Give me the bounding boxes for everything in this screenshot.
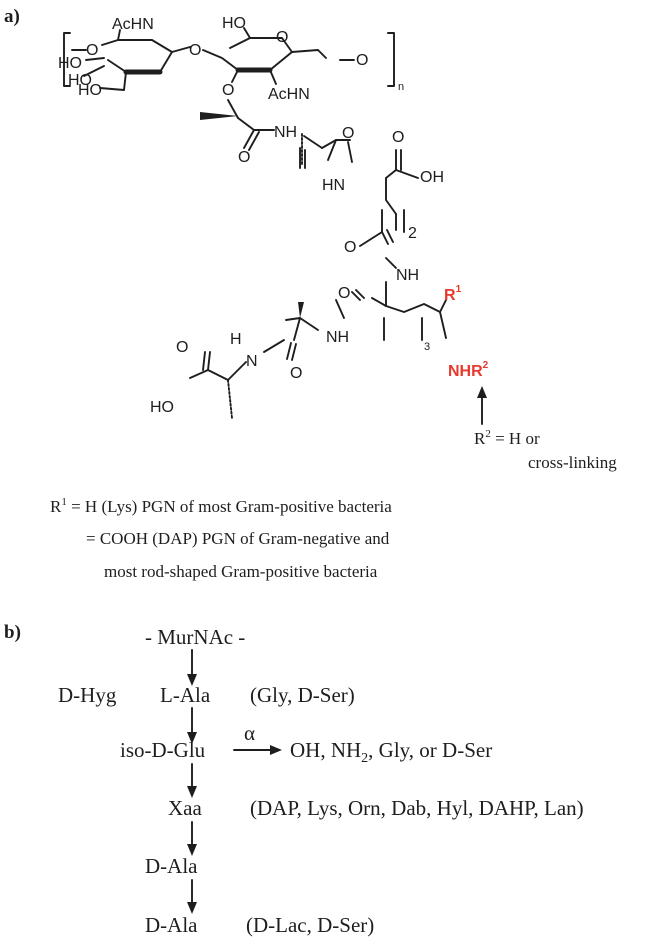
- arrow-4: [187, 821, 197, 856]
- repeat-bracket-right: [387, 32, 395, 87]
- atom-o-ring: O: [276, 29, 288, 46]
- murnac-label: - MurNAc -: [145, 625, 245, 649]
- atom-o-1: O: [238, 149, 250, 166]
- atom-cooh-oh: OH: [420, 169, 444, 186]
- atom-nh-2: NH: [396, 267, 419, 284]
- atom-o-6: O: [176, 339, 188, 356]
- chain-subscript-3: 3: [424, 341, 430, 353]
- atom-o-left: O: [86, 42, 98, 59]
- nam-ring: [202, 27, 355, 85]
- chain-bracket-3: [383, 317, 423, 341]
- atom-n-amide: N: [246, 353, 258, 370]
- atom-cooh-o: O: [392, 129, 404, 146]
- panel-b: b) - MurNAc - D-Hyg L-Ala (Gly, D-Ser) α…: [4, 622, 584, 937]
- atom-o-link: O: [189, 42, 201, 59]
- glu-substituents: OH, NH2, Gly, or D-Ser: [290, 738, 492, 766]
- atom-achn-top: AcHN: [112, 16, 154, 33]
- chain-subscript-2: 2: [408, 225, 417, 242]
- repeat-bracket-left: [63, 32, 71, 87]
- atom-ho-top: HO: [222, 15, 246, 32]
- atom-o-3: O: [344, 239, 356, 256]
- nag-ring: [71, 29, 191, 91]
- chain-bracket-2: [381, 209, 405, 233]
- alpha-label: α: [244, 721, 255, 745]
- legend-line-1: R1 = H (Lys) PGN of most Gram-positive b…: [50, 496, 392, 516]
- legend-line-2: = COOH (DAP) PGN of Gram-negative and: [86, 529, 390, 548]
- atom-o-lactyl: O: [222, 82, 234, 99]
- atom-r1: R1: [444, 284, 462, 304]
- atom-nhr2: NHR2: [448, 360, 489, 380]
- d-ala-2-label: D-Ala: [145, 913, 198, 937]
- panel-a: a) n O AcHN HO HO HO O: [4, 6, 617, 581]
- d-ala-1-label: D-Ala: [145, 854, 198, 878]
- d-hyg-label: D-Hyg: [58, 683, 117, 707]
- atom-nh-1: NH: [274, 124, 297, 141]
- atom-ho-left-2-a: HO: [68, 72, 92, 89]
- atom-o-5: O: [290, 365, 302, 382]
- xaa-alternatives: (DAP, Lys, Orn, Dab, Hyl, DAHP, Lan): [250, 796, 584, 820]
- r2-note-line2: cross-linking: [528, 453, 617, 472]
- atom-ho-left1: HO: [58, 55, 82, 72]
- legend-line-3: most rod-shaped Gram-positive bacteria: [104, 562, 378, 581]
- repeat-n-label: n: [398, 81, 404, 93]
- l-ala-label: L-Ala: [160, 683, 211, 707]
- atom-h-amide: H: [230, 331, 242, 348]
- arrow-3: [187, 763, 197, 798]
- r2-arrow: [477, 386, 487, 425]
- xaa-label: Xaa: [168, 796, 202, 820]
- arrow-1: [187, 649, 197, 686]
- l-ala-alternatives: (Gly, D-Ser): [250, 683, 355, 707]
- atom-nh-3: NH: [326, 329, 349, 346]
- r2-note-line1: R2 = H or: [474, 428, 540, 448]
- arrow-2: [187, 707, 197, 744]
- atom-o-4: O: [338, 285, 350, 302]
- d-ala-2-alternatives: (D-Lac, D-Ser): [246, 913, 374, 937]
- panel-b-label: b): [4, 622, 21, 643]
- arrow-5: [187, 879, 197, 914]
- atom-ho-left2: HO: [78, 82, 102, 99]
- atom-achn-bottom: AcHN: [268, 86, 310, 103]
- panel-a-label: a): [4, 6, 20, 27]
- atom-o-2: O: [342, 125, 354, 142]
- iso-d-glu-label: iso-D-Glu: [120, 738, 206, 762]
- atom-hn-1: HN: [322, 177, 345, 194]
- peptide-chain: [189, 99, 447, 419]
- atom-o-right: O: [356, 52, 368, 69]
- atom-ho-end: HO: [150, 399, 174, 416]
- alpha-arrow: [233, 745, 282, 755]
